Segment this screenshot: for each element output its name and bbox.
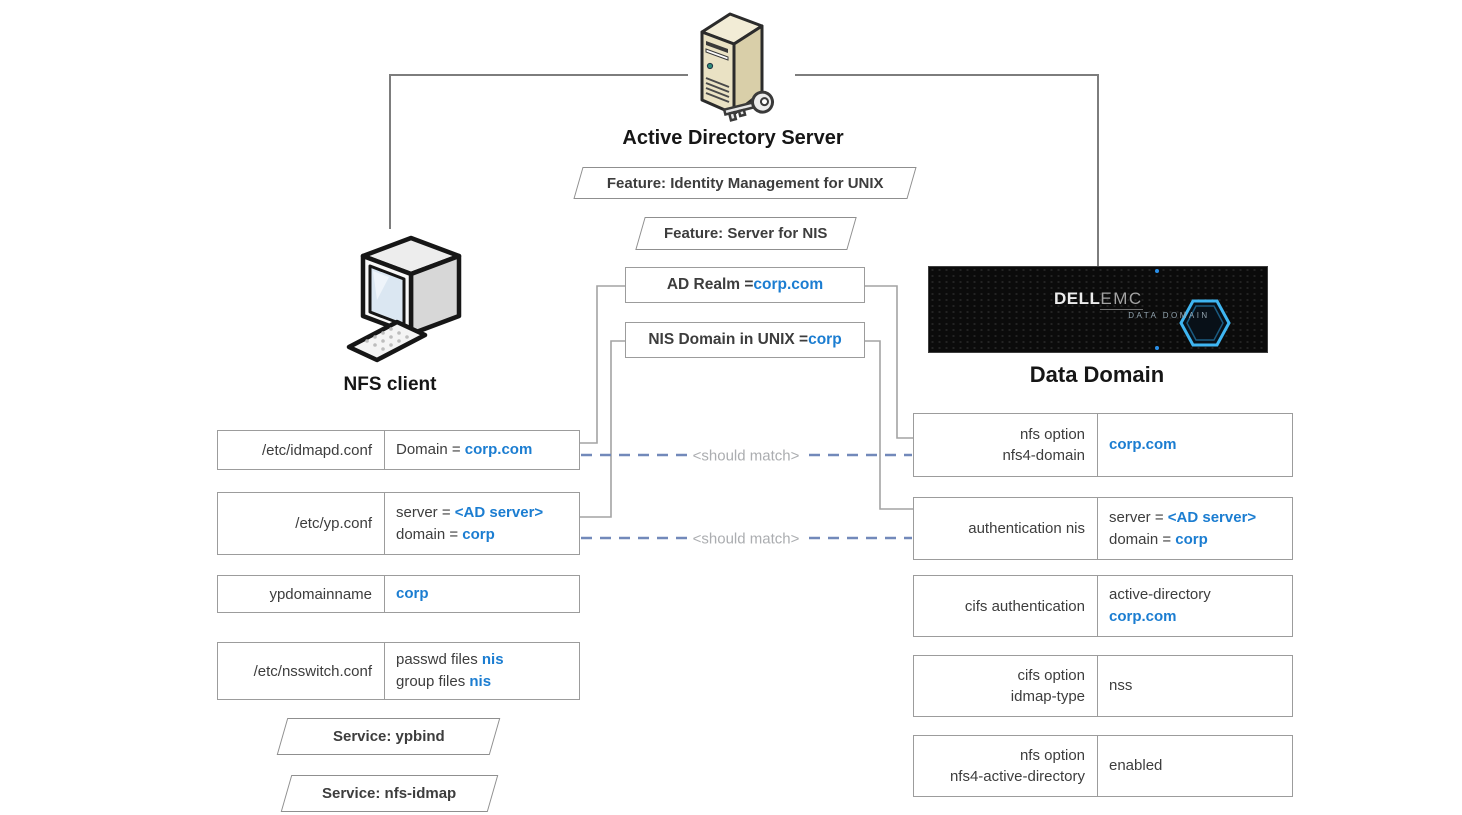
- config-key: /etc/idmapd.conf: [218, 431, 385, 469]
- config-box-idmapd: /etc/idmapd.conf Domain = corp.com: [217, 430, 580, 470]
- config-key: nfs option nfs4-active-directory: [914, 736, 1098, 796]
- config-box-yp-conf: /etc/yp.conf server = <AD server> domain…: [217, 492, 580, 555]
- led-dot-top: [1155, 269, 1159, 273]
- nfs-client-label: NFS client: [343, 374, 437, 395]
- ad-server-label: Active Directory Server: [622, 127, 844, 149]
- config-value: enabled: [1109, 757, 1163, 775]
- key-icon: [722, 90, 775, 122]
- active-directory-server-icon: [700, 12, 775, 122]
- config-value: passwd files nis group files nis: [396, 651, 504, 690]
- config-box-ypdomainname: ypdomainname corp: [217, 575, 580, 613]
- feature-server-for-nis-shape: Feature: Server for NIS: [635, 217, 857, 250]
- config-key: nfs option nfs4-domain: [914, 414, 1098, 476]
- data-domain-hexagon-icon: [1179, 299, 1231, 347]
- nfs-client-icon: [346, 235, 462, 363]
- should-match-label-1: <should match>: [689, 447, 803, 465]
- ad-realm-value: corp.com: [753, 276, 824, 293]
- service-nfs-idmap-label: Service: nfs-idmap: [322, 785, 457, 802]
- service-ypbind-label: Service: ypbind: [332, 728, 445, 745]
- emc-logo-text: EMC: [1100, 289, 1143, 310]
- should-match-label-2: <should match>: [689, 530, 803, 548]
- config-value: corp: [396, 585, 429, 603]
- data-domain-badge-text: DATA DOMAIN: [1128, 311, 1210, 320]
- dell-emc-logo: DELLEMC: [1054, 289, 1143, 310]
- feature-server-for-nis-label: Feature: Server for NIS: [664, 225, 828, 242]
- led-dot-bottom: [1155, 346, 1159, 350]
- config-box-nfs4-active-directory: nfs option nfs4-active-directory enabled: [913, 735, 1293, 797]
- config-value: Domain = corp.com: [396, 441, 533, 459]
- config-box-cifs-authentication: cifs authentication active-directory cor…: [913, 575, 1293, 637]
- config-key: /etc/nsswitch.conf: [218, 643, 385, 699]
- config-box-authentication-nis: authentication nis server = <AD server> …: [913, 497, 1293, 560]
- feature-identity-management-shape: Feature: Identity Management for UNIX: [573, 167, 917, 199]
- config-box-nfs4-domain: nfs option nfs4-domain corp.com: [913, 413, 1293, 477]
- data-domain-appliance-image: DELLEMC DATA DOMAIN: [928, 266, 1268, 353]
- config-value: server = <AD server> domain = corp: [1109, 508, 1257, 548]
- config-value: server = <AD server> domain = corp: [396, 503, 544, 543]
- feature-identity-management-label: Feature: Identity Management for UNIX: [606, 174, 884, 192]
- config-value: corp.com: [1109, 436, 1177, 454]
- config-value: active-directory corp.com: [1109, 586, 1211, 625]
- data-domain-label: Data Domain: [1029, 362, 1165, 387]
- config-key: /etc/yp.conf: [218, 493, 385, 554]
- nis-domain-box: NIS Domain in UNIX = corp: [625, 322, 865, 358]
- config-box-nsswitch: /etc/nsswitch.conf passwd files nis grou…: [217, 642, 580, 700]
- service-ypbind-shape: Service: ypbind: [276, 718, 501, 755]
- config-key: ypdomainname: [218, 576, 385, 612]
- nis-domain-value: corp: [808, 331, 842, 348]
- config-value: nss: [1109, 677, 1133, 695]
- service-nfs-idmap-shape: Service: nfs-idmap: [280, 775, 499, 812]
- ad-realm-box: AD Realm = corp.com: [625, 267, 865, 303]
- config-key: cifs option idmap-type: [914, 656, 1098, 716]
- config-box-idmap-type: cifs option idmap-type nss: [913, 655, 1293, 717]
- dell-logo-text: DELL: [1054, 289, 1101, 308]
- config-key: cifs authentication: [914, 576, 1098, 636]
- ad-realm-prefix: AD Realm =: [666, 276, 754, 293]
- config-key: authentication nis: [914, 498, 1098, 559]
- nis-domain-prefix: NIS Domain in UNIX =: [648, 331, 809, 348]
